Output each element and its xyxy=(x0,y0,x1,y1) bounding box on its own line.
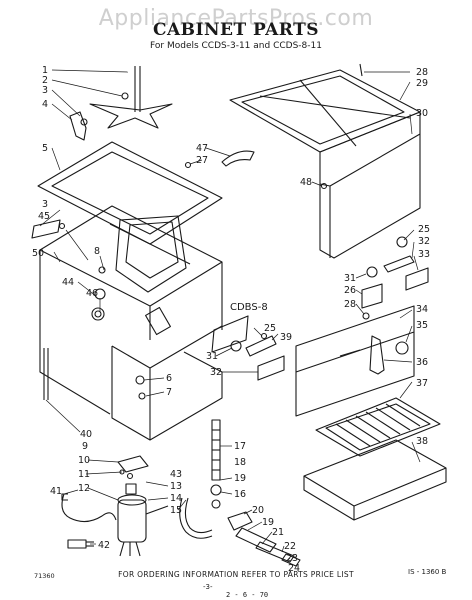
callout-35: 35 xyxy=(416,320,428,331)
callout-44: 44 xyxy=(62,277,74,288)
callout-47: 47 xyxy=(196,143,208,154)
page-title: CABINET PARTS xyxy=(152,20,320,40)
part-drip-pan xyxy=(303,439,447,521)
part-top-frame xyxy=(37,141,223,245)
part-cover-lid xyxy=(229,69,421,153)
callout-27: 27 xyxy=(196,155,208,166)
callout-6: 6 xyxy=(166,373,172,384)
callout-21: 21 xyxy=(272,527,284,538)
callout-48: 48 xyxy=(300,177,312,188)
callout-4: 4 xyxy=(42,99,48,110)
page-code: 2 - 6 - 70 xyxy=(226,591,269,599)
part-center-tube xyxy=(211,419,221,481)
inset-label: CDBS-8 xyxy=(230,302,268,313)
callout-25b: 25 xyxy=(264,323,276,334)
callout-7: 7 xyxy=(166,387,172,398)
callout-20: 20 xyxy=(252,505,264,516)
callout-41: 41 xyxy=(50,486,62,497)
callout-25a: 25 xyxy=(418,224,430,235)
callout-2: 2 xyxy=(42,75,48,86)
callout-31b: 31 xyxy=(206,351,218,362)
callout-50: 50 xyxy=(32,248,44,259)
callout-19a: 19 xyxy=(234,473,246,484)
left-code: 71360 xyxy=(34,572,55,580)
callout-22: 22 xyxy=(284,541,296,552)
callout-32a: 32 xyxy=(418,236,430,247)
callout-13: 13 xyxy=(170,481,182,492)
callout-24: 24 xyxy=(288,563,300,574)
page-subtitle: For Models CCDS-3-11 and CCDS-8-11 xyxy=(150,41,322,51)
callout-46: 46 xyxy=(86,288,98,299)
callout-28a: 28 xyxy=(416,67,428,78)
reference-code: IS - 1360 B xyxy=(408,568,447,576)
callout-3: 3 xyxy=(42,85,48,96)
callout-12: 12 xyxy=(78,483,90,494)
callout-33: 33 xyxy=(418,249,430,260)
part-power-cord xyxy=(61,493,117,523)
callout-30: 30 xyxy=(416,108,428,119)
part-stand-assembly xyxy=(89,66,173,129)
callout-14: 14 xyxy=(170,493,182,504)
callout-28b: 28 xyxy=(344,299,356,310)
part-grid-tray xyxy=(315,397,441,457)
callout-5: 5 xyxy=(42,143,48,154)
callout-18: 18 xyxy=(234,457,246,468)
callout-42: 42 xyxy=(98,540,110,551)
callout-19b: 19 xyxy=(262,517,274,528)
part-rear-panel xyxy=(319,111,421,259)
callout-15: 15 xyxy=(170,505,182,516)
callout-43: 43 xyxy=(170,469,182,480)
callout-31a: 31 xyxy=(344,273,356,284)
part-front-door xyxy=(295,305,415,417)
callout-8: 8 xyxy=(94,246,100,257)
callout-38: 38 xyxy=(416,436,428,447)
callout-1: 1 xyxy=(42,65,48,76)
watermark: AppliancePartsPros.com xyxy=(98,6,374,31)
callout-10: 10 xyxy=(78,455,90,466)
callout-3b: 3 xyxy=(42,199,48,210)
callout-39: 39 xyxy=(280,332,292,343)
callout-9: 9 xyxy=(82,441,88,452)
footer-note: FOR ORDERING INFORMATION REFER TO PARTS … xyxy=(118,570,354,579)
callout-17: 17 xyxy=(234,441,246,452)
part-clip xyxy=(69,111,87,141)
callout-29: 29 xyxy=(416,78,428,89)
callout-32b: 32 xyxy=(210,367,222,378)
part-lid-handle xyxy=(221,150,255,167)
callout-40: 40 xyxy=(80,429,92,440)
callout-11: 11 xyxy=(78,469,90,480)
callout-16: 16 xyxy=(234,489,246,500)
callout-34: 34 xyxy=(416,304,428,315)
callout-45: 45 xyxy=(38,211,50,222)
callout-26: 26 xyxy=(344,285,356,296)
part-main-cabinet xyxy=(39,205,223,441)
page-number: -3- xyxy=(203,583,213,591)
part-pump-motor xyxy=(117,494,169,557)
callout-36: 36 xyxy=(416,357,428,368)
callout-23: 23 xyxy=(286,553,298,564)
callout-37: 37 xyxy=(416,378,428,389)
